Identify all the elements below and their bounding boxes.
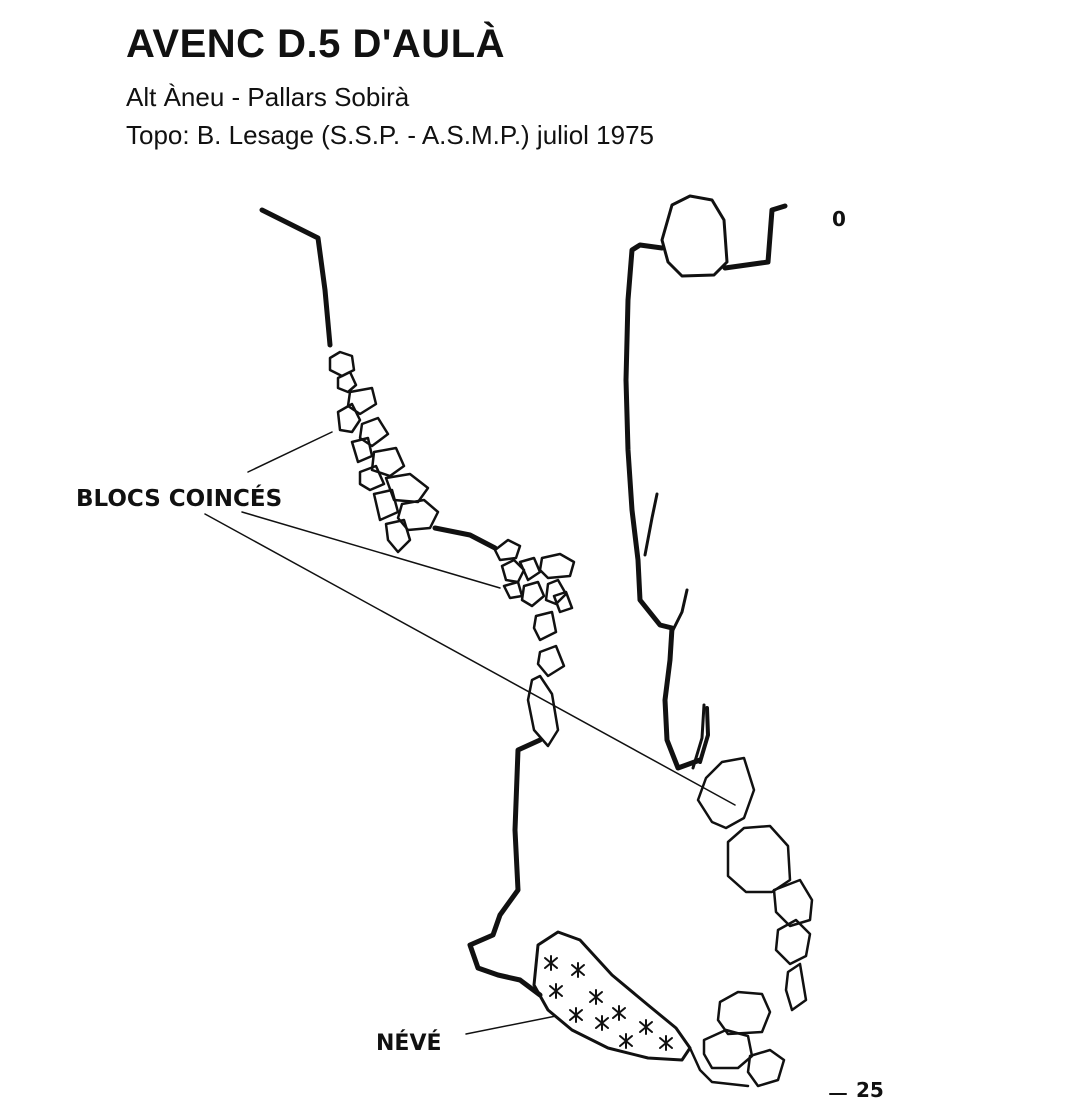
depth-top-label: 0 xyxy=(832,207,846,231)
block-choke-upper xyxy=(328,350,440,554)
blocs-coinces-label: BLOCS COINCÉS xyxy=(76,484,282,512)
right-wall xyxy=(623,242,703,771)
depth-bottom-label: 25 xyxy=(856,1078,884,1102)
cave-floor xyxy=(688,1046,750,1088)
wall-spur-3 xyxy=(691,703,706,770)
left-wall-ledge xyxy=(432,525,498,551)
wall-spur-2 xyxy=(670,588,689,634)
boulder-pile-right xyxy=(696,756,814,1088)
left-wall-upper xyxy=(259,207,333,348)
wall-spur-1 xyxy=(643,492,659,557)
right-wall-top xyxy=(722,203,788,271)
neve-stars xyxy=(544,955,673,1051)
boulder-top xyxy=(660,194,729,278)
location-subtitle: Alt Àneu - Pallars Sobirà xyxy=(126,82,410,112)
block-choke-middle xyxy=(493,538,576,748)
left-wall-lower xyxy=(467,737,543,998)
survey-title: AVENC D.5 D'AULÀ xyxy=(126,22,506,66)
leader-lines xyxy=(204,431,736,1035)
survey-credits: Topo: B. Lesage (S.S.P. - A.S.M.P.) juli… xyxy=(126,120,655,150)
wall-spur-4 xyxy=(698,706,710,764)
neve-label: NÉVÉ xyxy=(376,1030,442,1056)
neve-outline xyxy=(532,930,692,1062)
